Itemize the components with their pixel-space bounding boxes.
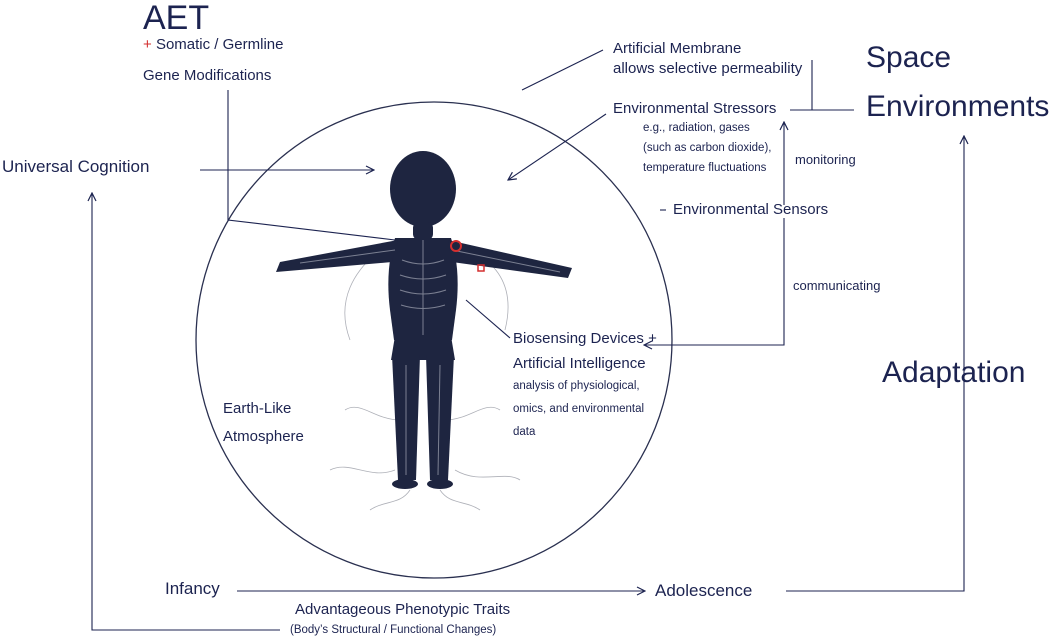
artificial-intelligence-label: Artificial Intelligence (513, 355, 646, 372)
communicating-label: communicating (793, 278, 881, 293)
arrow-space-to-stressors (790, 60, 854, 111)
arrow-adaptation-to-space (786, 136, 964, 592)
plus-sign: + (143, 36, 152, 53)
phenotypic-traits-label: Advantageous Phenotypic Traits (295, 601, 511, 618)
child-figure (276, 151, 572, 511)
structural-changes-label: (Body’s Structural / Functional Changes) (290, 624, 497, 636)
habitat-circle (195, 101, 673, 579)
atmosphere-label: Atmosphere (223, 428, 304, 445)
stressor-examples-line-3: temperature fluctuations (643, 162, 767, 174)
analysis-line-3: data (513, 426, 536, 438)
arrow-communicating (644, 218, 785, 345)
arrow-feedback-to-cognition (92, 193, 280, 631)
somatic-germline-label: + Somatic / Germline (143, 36, 283, 54)
monitoring-label: monitoring (795, 152, 856, 167)
analysis-line-2: omics, and environmental (513, 403, 645, 415)
space-label: Space (866, 41, 952, 74)
stressor-examples-line-2: (such as carbon dioxide), (643, 142, 772, 154)
biosensing-devices-label: Biosensing Devices + (513, 330, 657, 347)
aet-title: AET (143, 0, 210, 37)
environmental-sensors-label: Environmental Sensors (673, 201, 829, 218)
adolescence-label: Adolescence (655, 581, 753, 600)
line-gene-modifications (227, 90, 396, 241)
earth-like-label: Earth-Like (223, 400, 292, 417)
selective-permeability-label: allows selective permeability (613, 60, 803, 77)
arrow-stressors-to-habitat (508, 113, 607, 180)
line-biosensor-pointer (465, 299, 511, 339)
stressor-examples-line-1: e.g., radiation, gases (643, 122, 750, 134)
somatic-germline-text: Somatic / Germline (155, 36, 284, 53)
analysis-line-1: analysis of physiological, (513, 380, 640, 392)
environmental-stressors-label: Environmental Stressors (613, 100, 777, 117)
infancy-label: Infancy (165, 579, 220, 598)
line-artificial-membrane (521, 49, 604, 91)
adaptation-label: Adaptation (882, 356, 1026, 389)
gene-modifications-label: Gene Modifications (143, 67, 272, 84)
environments-label: Environments (866, 90, 1050, 123)
artificial-membrane-label: Artificial Membrane (613, 40, 742, 57)
universal-cognition-label: Universal Cognition (2, 157, 150, 176)
